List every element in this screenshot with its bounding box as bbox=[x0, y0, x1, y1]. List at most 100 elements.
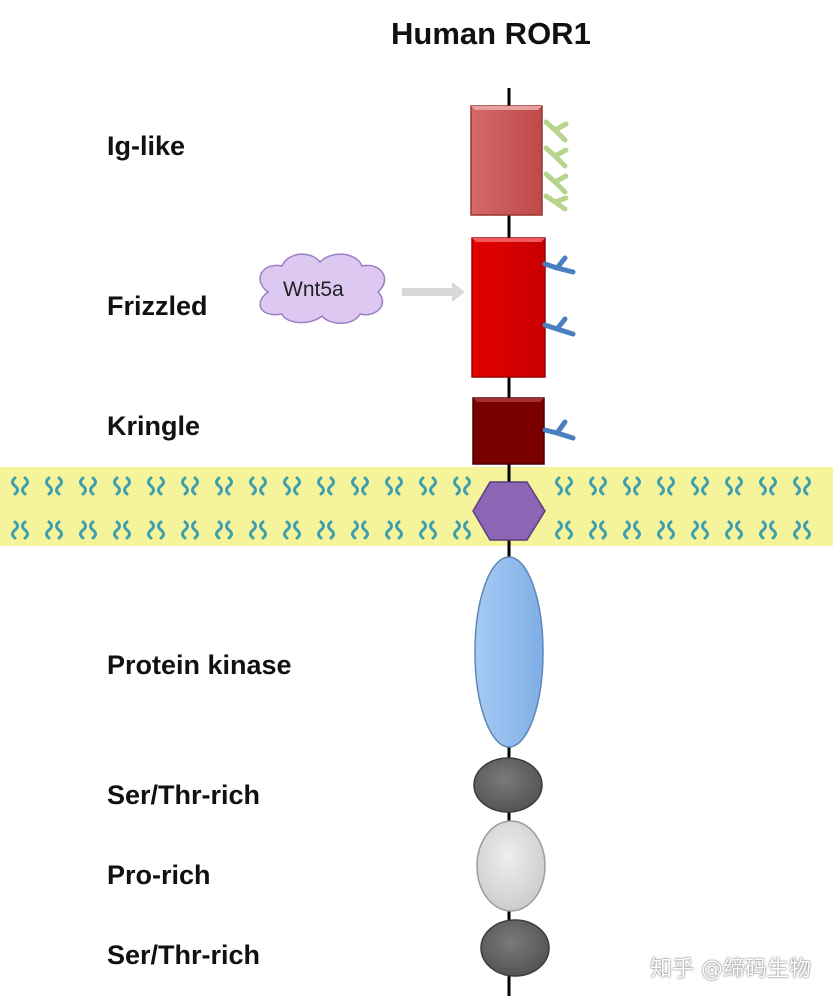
label-protein-kinase: Protein kinase bbox=[107, 650, 292, 680]
lipid-head bbox=[463, 476, 471, 496]
lipid-head bbox=[735, 476, 743, 496]
lipid-head bbox=[113, 476, 121, 496]
lipid-head bbox=[429, 520, 437, 540]
kringle-domain bbox=[472, 397, 545, 465]
transmembrane-domain bbox=[472, 481, 546, 541]
lipid-head bbox=[361, 520, 369, 540]
label-ig-like: Ig-like bbox=[107, 131, 186, 161]
lipid-head bbox=[701, 476, 709, 496]
ser-thr-rich-domain-1 bbox=[473, 757, 543, 813]
lipid-head bbox=[395, 520, 403, 540]
lipid-head bbox=[317, 476, 325, 496]
lipid-head bbox=[147, 476, 155, 496]
lipid-head bbox=[419, 476, 427, 496]
lipid-head bbox=[633, 476, 641, 496]
label-frizzled: Frizzled bbox=[107, 291, 208, 321]
binding-arrow bbox=[402, 282, 465, 302]
lipid-head bbox=[89, 520, 97, 540]
lipid-head bbox=[657, 520, 665, 540]
glycan-icon bbox=[542, 419, 576, 441]
lipid-head bbox=[803, 520, 811, 540]
lipid-head bbox=[725, 476, 733, 496]
lipid-head bbox=[293, 476, 301, 496]
lipid-head bbox=[385, 476, 393, 496]
lipid-head bbox=[191, 520, 199, 540]
lipid-head bbox=[793, 520, 801, 540]
lipid-head bbox=[759, 476, 767, 496]
lipid-head bbox=[191, 476, 199, 496]
lipid-head bbox=[793, 476, 801, 496]
lipid-head bbox=[759, 520, 767, 540]
lipid-head bbox=[181, 520, 189, 540]
lipid-head bbox=[113, 520, 121, 540]
lipid-head bbox=[623, 520, 631, 540]
lipid-head bbox=[181, 476, 189, 496]
ligand-label: Wnt5a bbox=[283, 278, 344, 301]
lipid-head bbox=[45, 520, 53, 540]
lipid-head bbox=[215, 520, 223, 540]
label-ser-thr-rich-1: Ser/Thr-rich bbox=[107, 780, 261, 810]
lipid-head bbox=[565, 476, 573, 496]
glycan-icon bbox=[542, 255, 576, 337]
lipid-head bbox=[283, 520, 291, 540]
lipid-head bbox=[225, 476, 233, 496]
lipid-head bbox=[453, 476, 461, 496]
lipid-head bbox=[259, 520, 267, 540]
lipid-head bbox=[157, 520, 165, 540]
lipid-head bbox=[555, 520, 563, 540]
lipid-head bbox=[89, 476, 97, 496]
frizzled-domain bbox=[471, 237, 546, 378]
lipid-head bbox=[45, 476, 53, 496]
lipid-head bbox=[725, 520, 733, 540]
lipid-head bbox=[565, 520, 573, 540]
lipid-head bbox=[327, 476, 335, 496]
lipid-head bbox=[589, 520, 597, 540]
label-kringle: Kringle bbox=[107, 411, 201, 441]
lipid-head bbox=[55, 520, 63, 540]
ig-like-domain bbox=[470, 105, 543, 216]
lipid-head bbox=[293, 520, 301, 540]
lipid-head bbox=[429, 476, 437, 496]
lipid-head bbox=[351, 520, 359, 540]
lipid-head bbox=[79, 476, 87, 496]
lipid-head bbox=[225, 520, 233, 540]
lipid-head bbox=[667, 520, 675, 540]
lipid-head bbox=[361, 476, 369, 496]
protein-kinase-domain bbox=[474, 556, 544, 748]
label-pro-rich: Pro-rich bbox=[107, 860, 211, 890]
lipid-head bbox=[21, 476, 29, 496]
lipid-head bbox=[453, 520, 461, 540]
lipid-head bbox=[803, 476, 811, 496]
lipid-head bbox=[327, 520, 335, 540]
lipid-head bbox=[589, 476, 597, 496]
lipid-head bbox=[735, 520, 743, 540]
lipid-head bbox=[249, 520, 257, 540]
lipid-head bbox=[317, 520, 325, 540]
lipid-head bbox=[215, 476, 223, 496]
lipid-head bbox=[599, 476, 607, 496]
lipid-head bbox=[691, 476, 699, 496]
lipid-head bbox=[419, 520, 427, 540]
lipid-head bbox=[259, 476, 267, 496]
lipid-head bbox=[385, 520, 393, 540]
lipid-head bbox=[701, 520, 709, 540]
lipid-head bbox=[11, 520, 19, 540]
lipid-head bbox=[283, 476, 291, 496]
lipid-head bbox=[633, 520, 641, 540]
lipid-head bbox=[79, 520, 87, 540]
lipid-head bbox=[555, 476, 563, 496]
lipid-head bbox=[667, 476, 675, 496]
lipid-head bbox=[769, 520, 777, 540]
lipid-head bbox=[55, 476, 63, 496]
lipid-head bbox=[157, 476, 165, 496]
glycan-icon bbox=[543, 119, 569, 212]
label-ser-thr-rich-2: Ser/Thr-rich bbox=[107, 940, 261, 970]
diagram-title: Human ROR1 bbox=[391, 16, 591, 51]
lipid-bilayer bbox=[11, 476, 811, 540]
lipid-head bbox=[623, 476, 631, 496]
lipid-head bbox=[769, 476, 777, 496]
lipid-head bbox=[21, 520, 29, 540]
lipid-head bbox=[395, 476, 403, 496]
lipid-head bbox=[123, 520, 131, 540]
